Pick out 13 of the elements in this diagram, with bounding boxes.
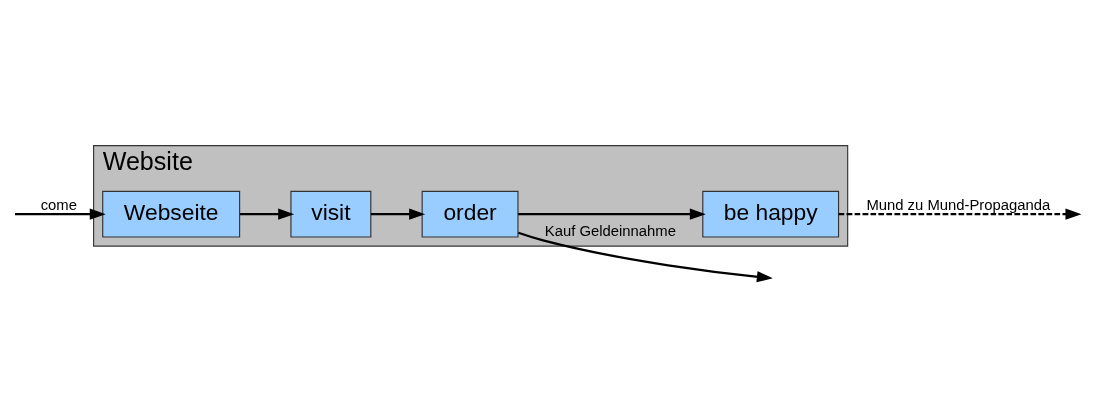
arrow	[518, 231, 773, 282]
node-box: be happy	[702, 190, 840, 238]
edge-label: come	[40, 196, 77, 213]
arrow	[15, 208, 106, 220]
arrow	[518, 208, 706, 220]
arrow	[838, 208, 1082, 220]
edge-label: Mund zu Mund-Propaganda	[866, 196, 1051, 213]
node-box: order	[421, 190, 519, 238]
edge-label: Kauf Geldeinnahme	[544, 222, 676, 239]
node-box: Webseite	[102, 190, 241, 238]
arrow	[370, 208, 426, 220]
arrow	[240, 208, 295, 220]
node-box: visit	[290, 190, 372, 238]
